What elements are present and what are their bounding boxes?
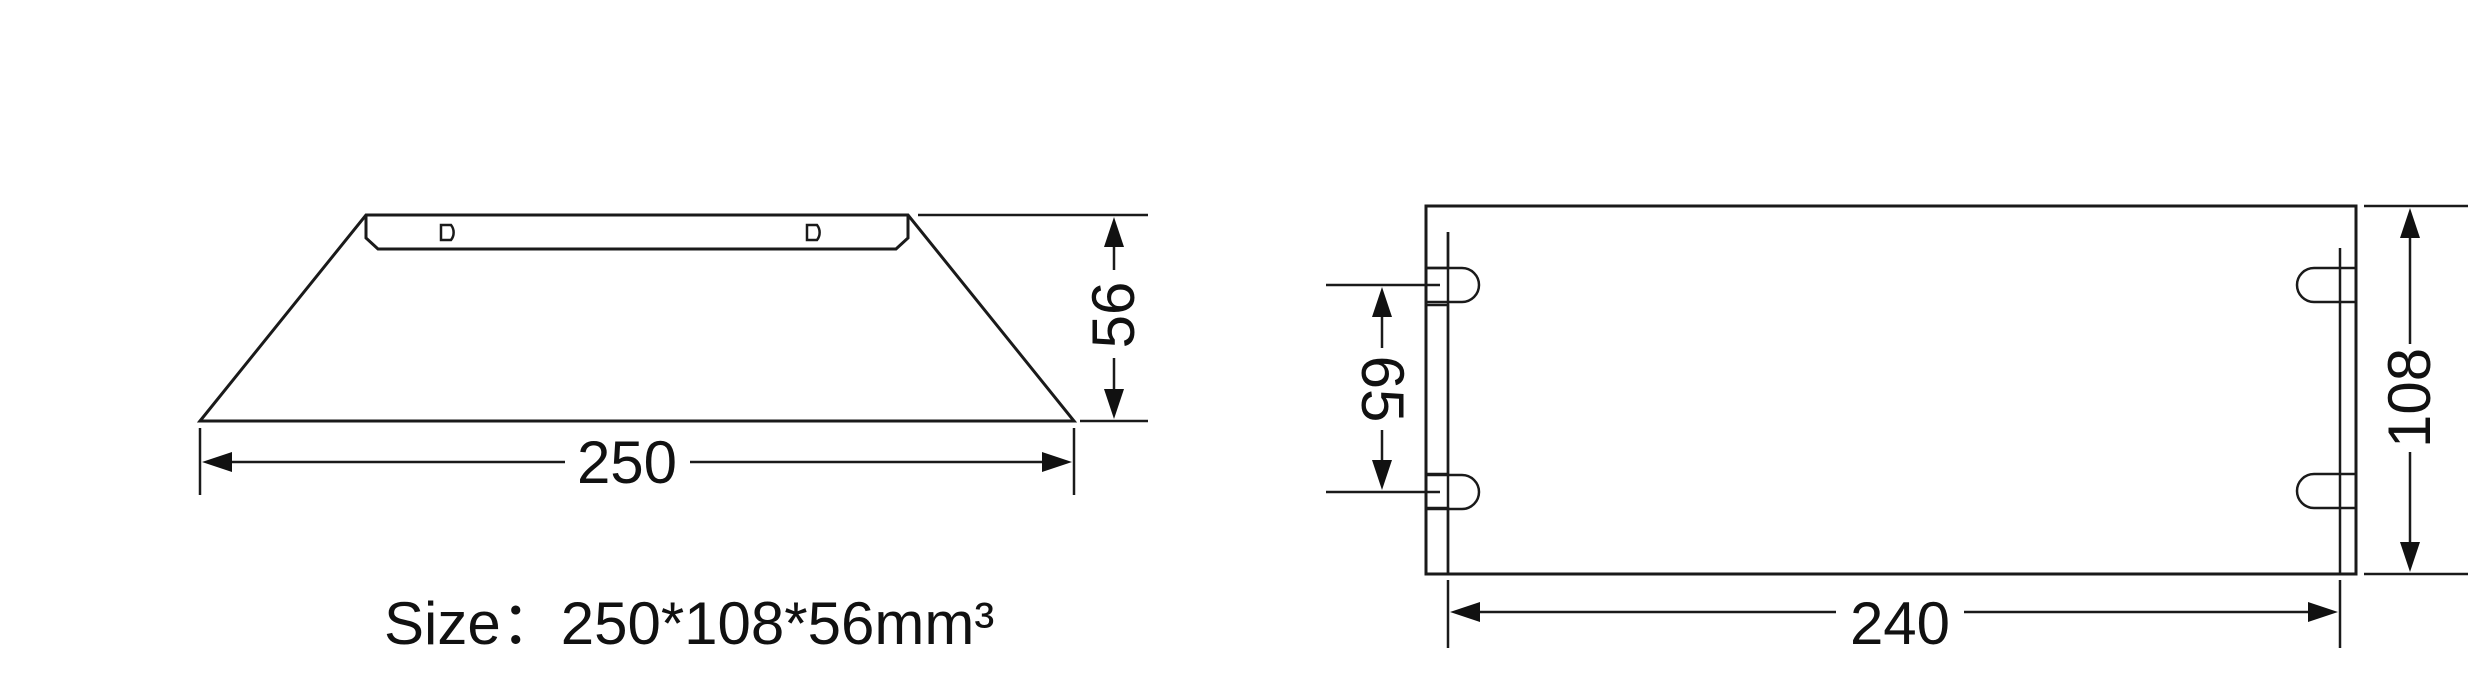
mounting-flange (364, 215, 910, 251)
dimension-250-label: 250 (577, 429, 677, 496)
side-view: 250 56 (196, 213, 1148, 496)
dimension-65-label: 65 (1349, 356, 1416, 423)
dimension-250: 250 (198, 428, 1076, 496)
left-slot-top (1426, 266, 1481, 304)
top-view-outline (1424, 204, 2358, 576)
left-slot-bottom (1426, 473, 1481, 511)
size-caption-label: Size： (384, 590, 561, 657)
dimension-65: 65 (1326, 283, 1440, 494)
slot-left (439, 223, 455, 242)
dimension-56-label: 56 (1080, 282, 1147, 349)
dimension-240: 240 (1446, 580, 2342, 657)
dimension-108-label: 108 (2376, 348, 2443, 448)
dimension-56: 56 (918, 213, 1148, 423)
svg-text:Size：250*108*56mm³: Size：250*108*56mm³ (384, 590, 994, 657)
right-slot-top (2295, 266, 2356, 304)
right-slot-bottom (2295, 472, 2356, 510)
slot-right (805, 223, 821, 242)
top-view: 240 108 65 (1326, 204, 2468, 657)
dimension-108: 108 (2364, 204, 2468, 576)
size-caption: Size：250*108*56mm³ (384, 590, 994, 657)
dimension-240-label: 240 (1850, 590, 1950, 657)
side-view-outline (196, 213, 1078, 423)
size-caption-value: 250*108*56mm³ (561, 590, 995, 657)
left-flange (1424, 232, 1450, 574)
